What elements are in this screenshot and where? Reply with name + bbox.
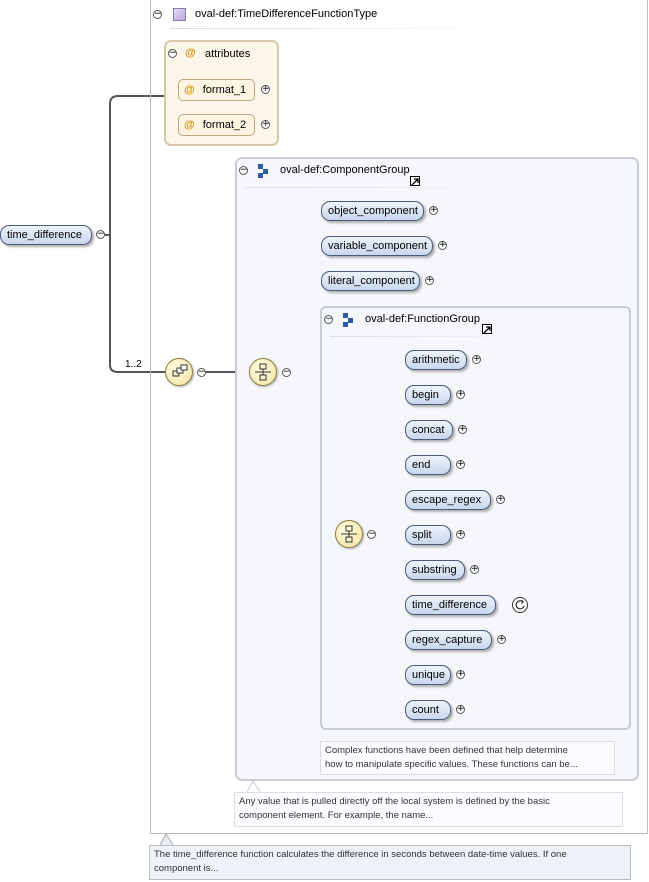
expand-unique-icon[interactable]: + bbox=[456, 669, 465, 679]
at-icon: @ bbox=[184, 119, 195, 131]
expand-variable-component-icon[interactable]: + bbox=[438, 240, 447, 250]
group-icon bbox=[343, 313, 357, 327]
element-concat[interactable]: concat bbox=[405, 420, 453, 440]
element-label: end bbox=[412, 459, 431, 471]
complex-type-icon bbox=[173, 8, 186, 21]
element-literal-component[interactable]: literal_component bbox=[321, 271, 420, 291]
note-line: Complex functions have been defined that… bbox=[325, 745, 568, 756]
element-object-component[interactable]: object_component bbox=[321, 201, 424, 221]
element-label: split bbox=[412, 529, 432, 541]
attribute-label: format_1 bbox=[202, 84, 247, 96]
element-label: escape_regex bbox=[412, 494, 482, 506]
element-substring[interactable]: substring bbox=[405, 560, 465, 580]
expand-arithmetic-icon[interactable]: + bbox=[472, 354, 481, 364]
expand-format-2-icon[interactable]: + bbox=[261, 119, 270, 129]
element-label: unique bbox=[412, 669, 446, 681]
element-time-difference[interactable]: time_difference bbox=[405, 595, 496, 615]
compositor-glyph bbox=[172, 364, 188, 377]
expand-count-icon[interactable]: + bbox=[456, 704, 465, 714]
function-group-title-rule bbox=[330, 336, 530, 337]
element-regex-capture[interactable]: regex_capture bbox=[405, 630, 492, 650]
element-count[interactable]: count bbox=[405, 700, 451, 720]
note-line: The time_difference function calculates … bbox=[154, 849, 567, 860]
attribute-label: format_2 bbox=[202, 119, 247, 131]
element-escape-regex[interactable]: escape_regex bbox=[405, 490, 491, 510]
expand-regex-capture-icon[interactable]: + bbox=[497, 634, 506, 644]
expand-object-component-icon[interactable]: + bbox=[429, 205, 438, 215]
element-unique[interactable]: unique bbox=[405, 665, 451, 685]
collapse-attributes-icon[interactable]: − bbox=[168, 48, 177, 58]
attributes-title: attributes bbox=[205, 48, 251, 60]
element-label: literal_component bbox=[328, 275, 415, 287]
element-label: begin bbox=[412, 389, 439, 401]
element-label: count bbox=[412, 704, 439, 716]
attribute-format-1[interactable]: @ format_1 bbox=[178, 79, 255, 101]
expand-format-1-icon[interactable]: + bbox=[261, 84, 270, 94]
function-group-link-icon[interactable] bbox=[482, 324, 492, 334]
expand-split-icon[interactable]: + bbox=[456, 529, 465, 539]
element-end[interactable]: end bbox=[405, 455, 451, 475]
group-icon bbox=[258, 164, 272, 178]
root-note: The time_difference function calculates … bbox=[149, 845, 631, 880]
element-label: regex_capture bbox=[412, 634, 483, 646]
component-group-note: Complex functions have been defined that… bbox=[320, 741, 615, 775]
collapse-root-icon[interactable]: − bbox=[96, 229, 105, 239]
expand-begin-icon[interactable]: + bbox=[456, 389, 465, 399]
at-icon: @ bbox=[184, 84, 195, 96]
sequence-compositor-icon[interactable] bbox=[249, 358, 277, 386]
arrow-glyph bbox=[411, 178, 419, 186]
function-group-title: oval-def:FunctionGroup bbox=[365, 313, 480, 325]
expand-escape-regex-icon[interactable]: + bbox=[496, 494, 505, 504]
element-arithmetic[interactable]: arithmetic bbox=[405, 350, 467, 370]
attributes-at-icon: @ bbox=[185, 47, 196, 59]
collapse-function-group-icon[interactable]: − bbox=[324, 314, 333, 324]
function-choice-compositor-icon[interactable] bbox=[335, 520, 363, 548]
root-element-label: time_difference bbox=[7, 229, 83, 241]
collapse-function-choice-icon[interactable]: − bbox=[367, 529, 376, 539]
element-label: time_difference bbox=[412, 599, 488, 611]
element-variable-component[interactable]: variable_component bbox=[321, 236, 433, 256]
function-group-box bbox=[320, 306, 631, 730]
root-element-time-difference[interactable]: time_difference bbox=[0, 225, 92, 245]
note-line: component is... bbox=[154, 863, 219, 874]
type-box-title: oval-def:TimeDifferenceFunctionType bbox=[195, 8, 378, 20]
expand-concat-icon[interactable]: + bbox=[458, 424, 467, 434]
element-label: variable_component bbox=[328, 240, 428, 252]
expand-substring-icon[interactable]: + bbox=[470, 564, 479, 574]
collapse-choice-icon[interactable]: − bbox=[197, 367, 206, 377]
element-begin[interactable]: begin bbox=[405, 385, 451, 405]
element-split[interactable]: split bbox=[405, 525, 451, 545]
element-label: arithmetic bbox=[412, 354, 460, 366]
recursion-icon[interactable] bbox=[512, 597, 528, 613]
arrow-glyph bbox=[483, 326, 491, 334]
attribute-format-2[interactable]: @ format_2 bbox=[178, 114, 255, 136]
choice-compositor-icon[interactable] bbox=[165, 358, 193, 386]
note-line: how to manipulate specific values. These… bbox=[325, 759, 578, 770]
component-group-link-icon[interactable] bbox=[410, 176, 420, 186]
note-line: Any value that is pulled directly off th… bbox=[239, 796, 550, 807]
element-label: concat bbox=[412, 424, 445, 436]
type-title-rule bbox=[170, 28, 520, 29]
component-group-title-rule bbox=[245, 187, 515, 188]
note-pointer bbox=[160, 834, 174, 846]
type-box bbox=[150, 0, 648, 834]
compositor-glyph bbox=[341, 525, 357, 543]
collapse-component-group-icon[interactable]: − bbox=[239, 165, 248, 175]
element-label: substring bbox=[412, 564, 457, 576]
component-note: Any value that is pulled directly off th… bbox=[234, 792, 623, 827]
component-group-title: oval-def:ComponentGroup bbox=[280, 164, 410, 176]
note-line: component element. For example, the name… bbox=[239, 810, 434, 821]
element-label: object_component bbox=[328, 205, 418, 217]
expand-literal-component-icon[interactable]: + bbox=[425, 275, 434, 285]
collapse-type-icon[interactable]: − bbox=[153, 9, 162, 19]
recursion-glyph bbox=[515, 599, 525, 610]
multiplicity-label: 1..2 bbox=[125, 359, 142, 370]
note-pointer bbox=[247, 781, 261, 793]
compositor-glyph bbox=[255, 363, 271, 381]
expand-end-icon[interactable]: + bbox=[456, 459, 465, 469]
collapse-sequence-icon[interactable]: − bbox=[282, 367, 291, 377]
